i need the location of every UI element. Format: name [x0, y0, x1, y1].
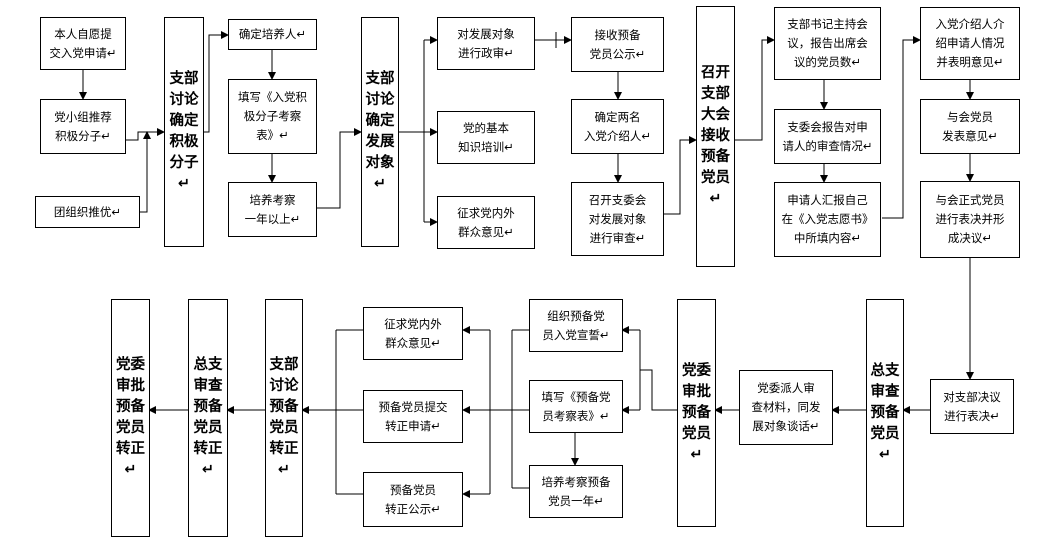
node-label: 与会党员 发表意见↵	[942, 109, 998, 143]
node-label: 征求党内外 群众意见↵	[457, 205, 515, 239]
node-label: 党委审批预备党员↵	[682, 362, 711, 463]
node-n15: 召开支部大会接收预备党员↵	[696, 6, 735, 267]
node-label: 党委审批预备党员转正↵	[116, 357, 145, 478]
node-label: 总支审查预备党员↵	[870, 362, 900, 463]
node-label: 党小组推荐 积极分子↵	[54, 109, 112, 143]
node-label: 支部讨论确定发展对象↵	[365, 71, 395, 192]
node-label: 召开支部大会接收预备党员↵	[701, 65, 730, 207]
node-label: 入党介绍人介 绍申请人情况 并表明意见↵	[935, 17, 1005, 69]
node-n2: 党小组推荐 积极分子↵	[40, 99, 126, 154]
node-n10: 党的基本 知识培训↵	[437, 111, 535, 164]
node-n13: 确定两名 入党介绍人↵	[571, 99, 664, 154]
node-n33: 总支审查预备党员转正↵	[188, 299, 228, 537]
node-n5: 确定培养人↵	[228, 19, 317, 50]
node-label: 党委派人审 查材料，同发 展对象谈话↵	[751, 381, 821, 433]
arrow-n2-n4	[125, 128, 165, 141]
node-n22: 对支部决议 进行表决↵	[930, 379, 1014, 434]
node-label: 支部书记主持会 议，报告出席会 议的党员数↵	[787, 17, 868, 69]
node-n24: 党委派人审 查材料，同发 展对象谈话↵	[739, 370, 833, 445]
node-label: 支部讨论预备党员转正↵	[269, 357, 299, 478]
node-label: 支委会报告对申 请人的审查情况↵	[782, 119, 873, 153]
node-label: 预备党员 转正公示↵	[385, 482, 441, 516]
node-n8: 支部讨论确定发展对象↵	[361, 17, 399, 247]
branch-n25	[640, 369, 677, 411]
arrow-n7-n8	[316, 128, 362, 209]
node-n7: 培养考察 一年以上↵	[228, 182, 317, 237]
node-label: 党的基本 知识培训↵	[458, 120, 514, 154]
arrow-n4-n5	[203, 31, 229, 133]
node-label: 与会正式党员 进行表决并形 成决议↵	[935, 193, 1005, 245]
node-label: 总支审查预备党员转正↵	[193, 357, 223, 478]
node-label: 组织预备党 员入党宣誓↵	[542, 308, 610, 342]
node-n28: 培养考察预备 党员一年↵	[529, 465, 623, 518]
node-n20: 与会党员 发表意见↵	[920, 99, 1020, 154]
node-n18: 申请人汇报自己 在《入党志愿书》 中所填内容↵	[774, 182, 881, 257]
node-n16: 支部书记主持会 议，报告出席会 议的党员数↵	[774, 7, 881, 80]
node-label: 团组织推优↵	[53, 204, 122, 219]
node-label: 培养考察 一年以上↵	[244, 192, 301, 226]
node-n4: 支部讨论确定积极分子↵	[164, 17, 204, 247]
node-n17: 支委会报告对申 请人的审查情况↵	[774, 109, 881, 164]
node-label: 申请人汇报自己 在《入党志愿书》 中所填内容↵	[781, 193, 874, 245]
arrow-n14-n15	[663, 136, 697, 215]
node-label: 对支部决议 进行表决↵	[943, 389, 1001, 423]
node-label: 接收预备 党员公示↵	[589, 27, 646, 61]
node-label: 对发展对象 进行政审↵	[457, 26, 515, 60]
node-n11: 征求党内外 群众意见↵	[437, 196, 535, 249]
node-n25: 党委审批预备党员↵	[677, 299, 716, 527]
node-n26: 组织预备党 员入党宣誓↵	[529, 299, 623, 352]
node-n31: 预备党员 转正公示↵	[363, 472, 463, 527]
node-n1: 本人自愿提 交入党申请↵	[40, 17, 126, 70]
node-n27: 填写《预备党 员考察表》↵	[529, 380, 623, 433]
node-label: 本人自愿提 交入党申请↵	[49, 26, 117, 60]
node-label: 预备党员提交 转正申请↵	[378, 399, 448, 433]
node-label: 召开支委会 对发展对象 进行审查↵	[588, 192, 647, 245]
node-n14: 召开支委会 对发展对象 进行审查↵	[571, 182, 664, 256]
node-n12: 接收预备 党员公示↵	[571, 17, 664, 72]
node-n3: 团组织推优↵	[35, 196, 140, 228]
node-n30: 预备党员提交 转正申请↵	[363, 390, 463, 443]
node-label: 确定培养人↵	[238, 27, 307, 41]
node-n32: 支部讨论预备党员转正↵	[265, 299, 303, 537]
arrow-n18-n19	[882, 36, 921, 219]
node-label: 征求党内外 群众意见↵	[384, 316, 442, 350]
arrow-n3-n4	[139, 131, 151, 213]
node-label: 培养考察预备 党员一年↵	[541, 474, 611, 508]
node-label: 支部讨论确定积极分子↵	[169, 71, 199, 192]
node-n6: 填写《入党积 极分子考察 表》↵	[228, 79, 317, 154]
node-label: 填写《预备党 员考察表》↵	[541, 389, 611, 423]
node-n19: 入党介绍人介 绍申请人情况 并表明意见↵	[920, 7, 1020, 80]
node-label: 填写《入党积 极分子考察 表》↵	[238, 90, 307, 142]
node-n9: 对发展对象 进行政审↵	[437, 17, 535, 70]
arrow-n15-n16	[734, 36, 775, 141]
node-n29: 征求党内外 群众意见↵	[363, 307, 463, 360]
node-n21: 与会正式党员 进行表决并形 成决议↵	[920, 181, 1020, 258]
node-n34: 党委审批预备党员转正↵	[111, 299, 150, 537]
node-n23: 总支审查预备党员↵	[866, 299, 904, 527]
node-label: 确定两名 入党介绍人↵	[583, 109, 652, 143]
